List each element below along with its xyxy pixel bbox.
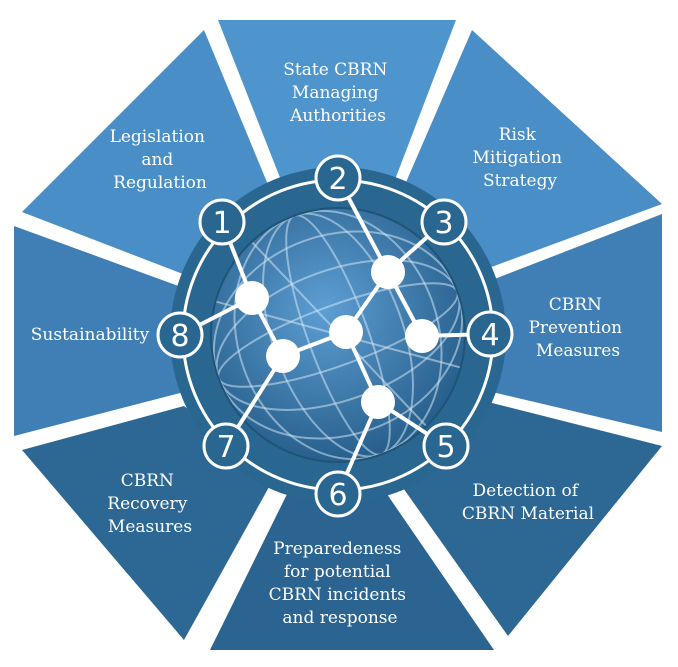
badge-4-number: 4 bbox=[480, 318, 499, 353]
segment-8-panel bbox=[14, 226, 184, 436]
network-node bbox=[405, 319, 439, 353]
segment-2-label: State CBRN Managing Authorities bbox=[283, 60, 393, 126]
badge-7-number: 7 bbox=[216, 430, 235, 465]
segment-4-panel bbox=[492, 214, 662, 432]
badge-3-number: 3 bbox=[434, 206, 453, 241]
badge-3: 3 bbox=[420, 198, 468, 246]
segment-6-label: Preparedeness for potential CBRN inciden… bbox=[269, 539, 412, 628]
network-node bbox=[235, 281, 269, 315]
badge-1-number: 1 bbox=[212, 206, 231, 241]
segment-7-panel bbox=[22, 406, 274, 640]
badge-1: 1 bbox=[198, 198, 246, 246]
network-node bbox=[329, 315, 363, 349]
number-badges: 1 2 3 4 5 6 7 8 bbox=[156, 154, 514, 518]
badge-4: 4 bbox=[466, 310, 514, 358]
segment-3-label: Risk Mitigation Strategy bbox=[473, 125, 568, 191]
network-nodes bbox=[235, 255, 439, 419]
segment-7-label: CBRN Recovery Measures bbox=[107, 471, 192, 537]
network-node bbox=[361, 385, 395, 419]
segment-8-label: Sustainability bbox=[31, 325, 150, 345]
badge-2: 2 bbox=[314, 154, 362, 202]
segment-2-panel bbox=[218, 20, 456, 198]
badge-8: 8 bbox=[156, 311, 204, 359]
badge-8-number: 8 bbox=[170, 319, 189, 354]
badge-2-number: 2 bbox=[328, 162, 347, 197]
segment-5-label: Detection of CBRN Material bbox=[462, 481, 594, 524]
badge-6: 6 bbox=[314, 470, 362, 518]
segment-1-label: Legislation and Regulation bbox=[110, 127, 211, 193]
network-node bbox=[266, 339, 300, 373]
segment-6-panel bbox=[210, 484, 494, 650]
badge-5: 5 bbox=[422, 422, 470, 470]
badge-5-number: 5 bbox=[436, 430, 455, 465]
segment-3-panel bbox=[400, 30, 662, 272]
badge-7: 7 bbox=[202, 422, 250, 470]
segment-labels: Legislation and Regulation State CBRN Ma… bbox=[31, 60, 627, 628]
segment-4-label: CBRN Prevention Measures bbox=[528, 295, 627, 361]
network-node bbox=[371, 255, 405, 289]
badge-6-number: 6 bbox=[328, 478, 347, 513]
